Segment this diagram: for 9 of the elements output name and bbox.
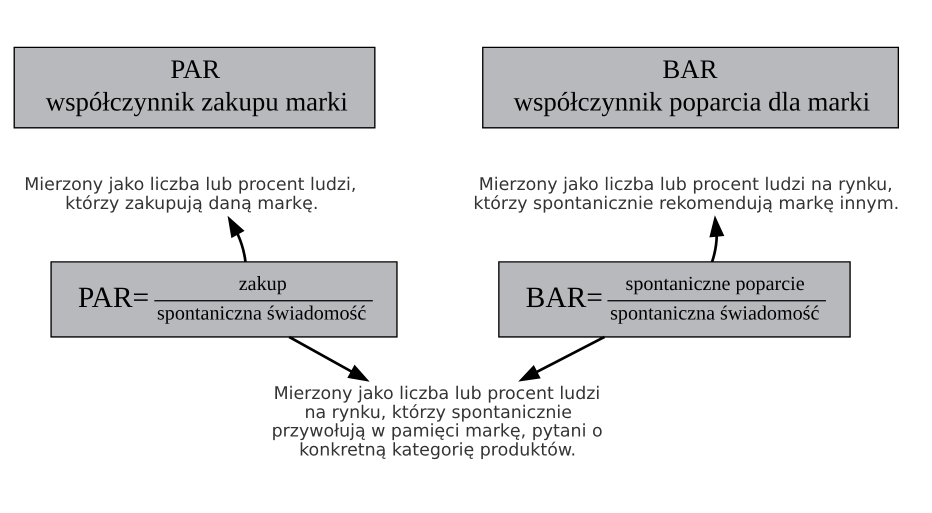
arrow xyxy=(288,336,370,382)
arrow xyxy=(709,215,724,262)
node-text: Mierzony jako liczba lub procent ludzi na rynku, którzy spontanicznie przywołują w pamięci markę, pytani o konkretną kategorię produktów. xyxy=(272,384,603,460)
arrow xyxy=(518,336,606,382)
node-box: PAR współczynnik zakupu marki xyxy=(14,46,376,128)
arrow xyxy=(228,216,247,262)
node-box: BAR współczynnik poparcia dla marki xyxy=(482,46,900,128)
node-text: Mierzony jako liczba lub procent ludzi na rynku, którzy spontanicznie rekomendują markę innym. xyxy=(473,175,900,214)
node-text: Mierzony jako liczba lub procent ludzi, którzy zakupują daną markę. xyxy=(24,175,356,214)
